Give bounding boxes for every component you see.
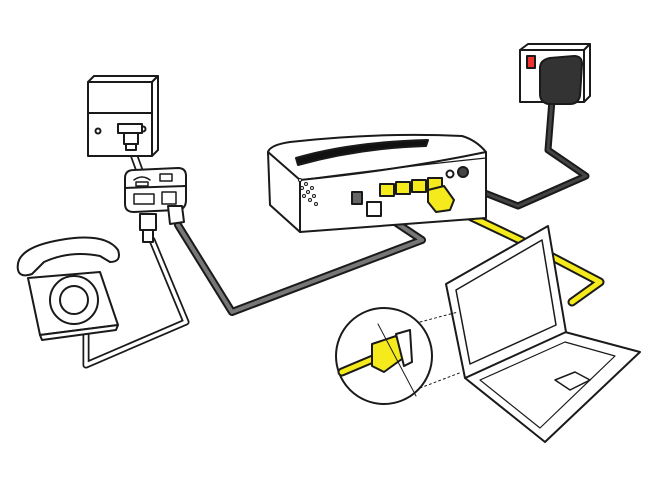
adsl-splitter [124,167,187,243]
wall-phone-socket [87,75,159,157]
phone-cable [82,146,190,369]
power-cable [458,96,590,210]
dsl-cable [174,208,426,316]
ethernet-cable [435,197,605,307]
laptop [445,225,641,443]
power-adapter [539,55,583,105]
router [267,133,487,233]
phone-symbol-icon [133,176,151,187]
vent-holes [298,178,318,206]
ethernet-plug-inset [335,307,463,405]
telephone [16,236,120,341]
